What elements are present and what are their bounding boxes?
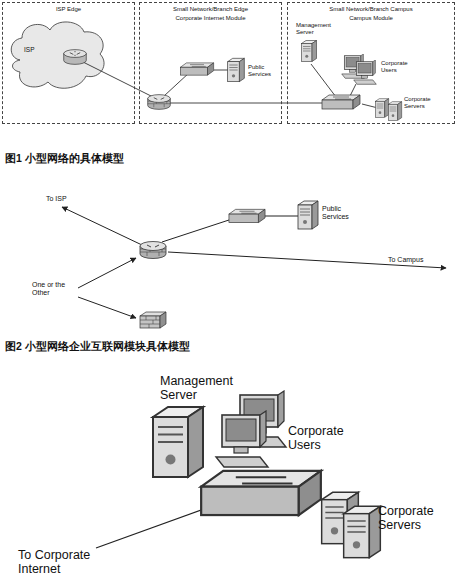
server-symbol xyxy=(375,99,388,118)
switch-symbol xyxy=(322,95,360,109)
switch-symbol xyxy=(201,471,321,515)
node-label: Management Server xyxy=(296,22,334,36)
users-node: Corporate Users xyxy=(210,388,370,474)
server-symbol xyxy=(388,102,401,121)
node-label: ISP xyxy=(24,46,44,53)
zone-heading: Small Network/Branch Edge xyxy=(140,6,281,13)
direction-label: To Corporate Internet xyxy=(18,548,110,577)
wire xyxy=(264,216,298,217)
firewall-router-symbol xyxy=(140,242,166,259)
figure-caption: 图2 小型网络企业互联网模块具体模型 xyxy=(5,340,385,352)
direction-label: To ISP xyxy=(46,195,86,203)
node-label: Corporate Servers xyxy=(378,504,454,533)
zone-box: Small Network/Branch EdgeCorporate Inter… xyxy=(139,2,282,124)
direction-label: To Campus xyxy=(388,256,448,264)
switch-symbol xyxy=(180,63,213,75)
switch-symbol xyxy=(229,209,265,222)
wire xyxy=(311,64,336,97)
isp-cloud xyxy=(11,22,104,88)
users-node: Corporate Users xyxy=(338,52,418,88)
module-heading: Corporate Internet Module xyxy=(140,15,281,22)
server-symbol xyxy=(302,41,317,62)
zone-box: Small Network/Branch CampusCampus Module… xyxy=(287,2,455,124)
server-node: Public Services xyxy=(294,196,362,236)
zone-box: ISP EdgeISP xyxy=(2,2,135,124)
firewall-appliance-symbol xyxy=(140,312,166,328)
server-symbol xyxy=(298,201,318,229)
wire xyxy=(75,58,159,100)
zone-heading: ISP Edge xyxy=(3,6,134,13)
server-symbol xyxy=(228,58,245,81)
server-node: Management Server xyxy=(145,372,255,482)
wire xyxy=(164,72,190,96)
wire xyxy=(170,103,322,104)
wire xyxy=(96,505,215,548)
figure-caption: 图1 小型网络的具体模型 xyxy=(5,152,335,164)
node-label: Public Services xyxy=(322,205,360,221)
choice-arrow xyxy=(78,297,136,318)
to-isp-arrow xyxy=(62,207,142,245)
module-heading: Campus Module xyxy=(288,15,454,22)
pc-symbol xyxy=(216,411,268,467)
note-label: One or the Other xyxy=(32,281,74,297)
server-node: Public Services xyxy=(224,52,280,88)
server-node: Corporate Servers xyxy=(316,488,456,564)
firewall-router-symbol xyxy=(148,95,171,110)
isp-cloud-node: ISP xyxy=(10,22,110,96)
server-node: Corporate Servers xyxy=(372,92,452,124)
wire xyxy=(350,84,356,96)
node-label: Corporate Users xyxy=(381,60,415,74)
node-label: Management Server xyxy=(160,374,252,403)
wire xyxy=(162,219,232,242)
node-label: Public Services xyxy=(248,64,278,78)
server-node: Management Server xyxy=(296,22,336,66)
node-label: Corporate Servers xyxy=(404,96,438,110)
choice-arrow xyxy=(78,258,136,288)
node-label: Corporate Users xyxy=(288,424,368,453)
zone-heading: Small Network/Branch Campus xyxy=(288,6,454,13)
router-symbol xyxy=(64,50,87,65)
server-symbol xyxy=(344,506,381,557)
server-symbol xyxy=(153,407,203,477)
pc-symbol xyxy=(354,60,377,84)
